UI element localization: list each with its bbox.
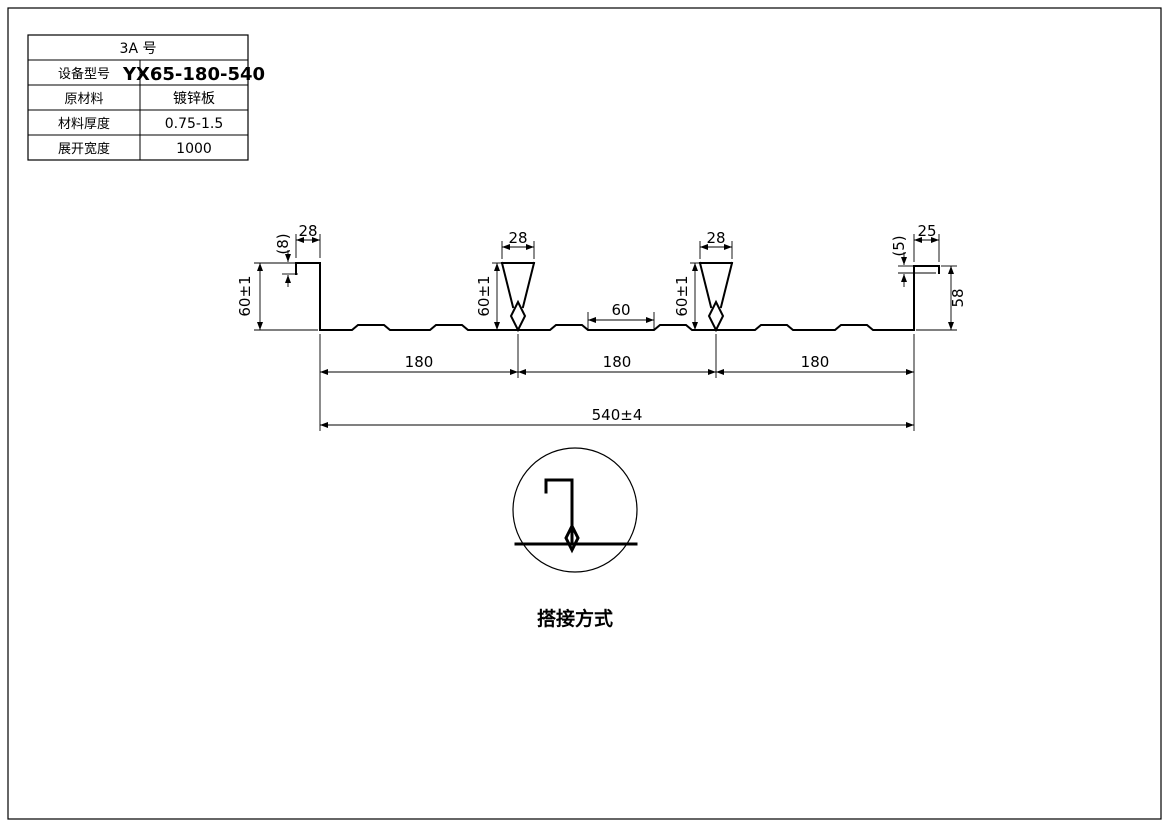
dim-right-hook: 25 — [917, 222, 936, 240]
dim-pitch2: 180 — [603, 353, 632, 371]
rib-2 — [698, 261, 734, 333]
detail-caption: 搭接方式 — [537, 607, 613, 630]
coil-width-label: 展开宽度 — [58, 141, 110, 157]
detail-circle — [512, 447, 638, 573]
lap-detail: 搭接方式 — [512, 447, 638, 630]
dim-overall: 540±4 — [592, 406, 643, 424]
dim-right-lip: (5) — [890, 235, 908, 256]
dim-left-lip: (8) — [274, 233, 292, 254]
coil-width-value: 1000 — [176, 141, 212, 157]
dim-pitch1: 180 — [405, 353, 434, 371]
thickness-label: 材料厚度 — [58, 116, 110, 132]
title-block: 3A 号 设备型号 YX65-180-540 原材料 镀锌板 材料厚度 0.75… — [27, 34, 265, 161]
dim-rib2-height: 60±1 — [673, 275, 691, 316]
profile-section — [295, 261, 940, 333]
dimensions: 28 (8) 60±1 28 60±1 28 60±1 60 — [236, 222, 967, 431]
dim-right-height: 58 — [949, 288, 967, 307]
title-block-frame — [27, 34, 249, 161]
sheet-border — [7, 7, 1162, 820]
model-label: 设备型号 — [58, 66, 110, 82]
material-value: 镀锌板 — [173, 90, 215, 107]
thickness-value: 0.75-1.5 — [165, 116, 224, 132]
dim-pitch3: 180 — [801, 353, 830, 371]
dim-left-hook: 28 — [298, 222, 317, 240]
dim-left-height: 60±1 — [236, 275, 254, 316]
material-label: 原材料 — [64, 92, 103, 107]
dim-rib1-height: 60±1 — [475, 275, 493, 316]
dim-rib2-width: 28 — [706, 229, 725, 247]
dim-mid-flat: 60 — [611, 301, 630, 319]
rib-1 — [500, 261, 536, 333]
lap-profile — [514, 478, 638, 554]
title-block-header: 3A 号 — [120, 41, 157, 57]
model-value: YX65-180-540 — [122, 64, 265, 85]
dim-rib1-width: 28 — [508, 229, 527, 247]
profile-outline — [295, 262, 940, 331]
